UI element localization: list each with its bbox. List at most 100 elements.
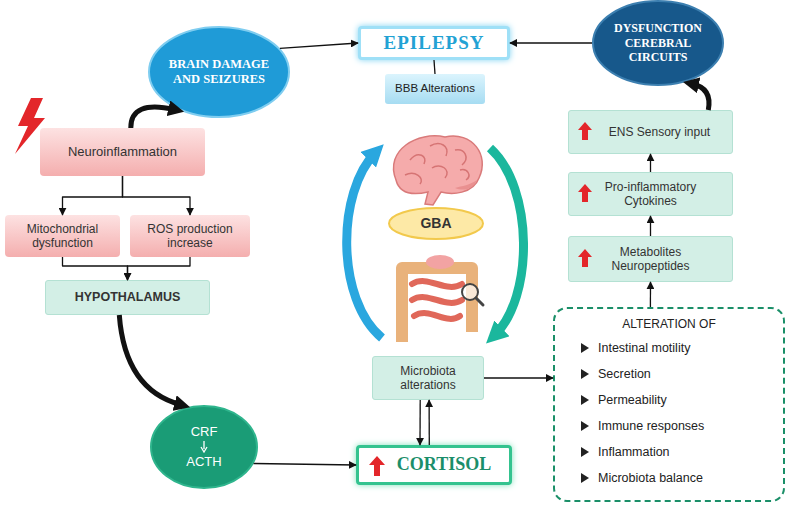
cycle-arrow	[490, 148, 524, 336]
connector-arrow	[280, 43, 358, 48]
central-box: CORTISOL	[356, 445, 512, 485]
node-text: Mitochondrial dysfunction	[13, 222, 113, 251]
connector-arrow	[650, 154, 651, 172]
bullet-symbol	[581, 447, 589, 457]
process-box: Pro-inflammatory Cytokines	[568, 172, 733, 216]
bullet-symbol	[581, 473, 589, 483]
node-content: HYPOTHALAMUS	[46, 281, 209, 314]
outcome-ellipse: DYSFUNCTION CEREBRAL CIRCUITS	[592, 0, 724, 86]
central-box: EPILEPSY	[358, 26, 510, 60]
node-text: ENS Sensory input	[609, 125, 710, 139]
ellipse-shape	[389, 208, 483, 239]
brain-illustration	[394, 136, 483, 205]
node-text: HYPOTHALAMUS	[75, 290, 181, 305]
process-box: HYPOTHALAMUS	[45, 280, 210, 315]
node-text: BRAIN DAMAGE AND SEIZURES	[163, 57, 275, 87]
bullet-symbol	[581, 369, 589, 379]
connector-arrow	[123, 176, 191, 215]
process-box: Mitochondrial dysfunction	[5, 215, 120, 257]
node-content: DYSFUNCTION CEREBRAL CIRCUITS	[592, 0, 724, 86]
node-text: Metabolites Neuropeptides	[607, 245, 695, 274]
node-content: Mitochondrial dysfunction	[5, 215, 120, 257]
node-content: ALTERATION OF Intestinal motilitySecretio…	[555, 309, 783, 500]
connector-arrow	[650, 216, 651, 236]
node-text: Neuroinflammation	[68, 144, 177, 160]
process-box: Microbiota alterations	[372, 356, 484, 400]
node-text: ACTH	[186, 454, 221, 470]
ellipse-shape	[151, 406, 257, 488]
node-text: BBB Alterations	[395, 82, 475, 96]
list-item: Microbiota balance	[581, 465, 773, 491]
cycle-arrow	[347, 152, 382, 338]
increase-arrow	[369, 456, 385, 476]
curved-arrow	[131, 107, 175, 128]
inner-arrow	[199, 441, 209, 453]
connector-arrow	[510, 42, 592, 43]
node-content: CRF ACTH	[150, 405, 258, 489]
bullet-symbol	[581, 343, 589, 353]
list-item: Intestinal motility	[581, 335, 773, 361]
list-item-text: Microbiota balance	[598, 471, 703, 486]
node-content: Neuroinflammation	[40, 128, 205, 176]
node-content: ENS Sensory input	[569, 111, 732, 153]
list-item: Permeability	[581, 387, 773, 413]
increase-arrow	[578, 122, 592, 140]
hub-ellipse: GBA	[388, 207, 484, 240]
list-heading-text: ALTERATION OF	[622, 317, 716, 331]
increase-arrow	[578, 184, 592, 202]
node-text: Microbiota alterations	[383, 364, 473, 393]
connector-arrow	[63, 176, 123, 215]
node-text: ROS production increase	[140, 222, 240, 251]
list-item-text: Intestinal motility	[598, 341, 690, 356]
process-box: BBB Alterations	[385, 74, 485, 104]
node-text: CORTISOL	[397, 454, 491, 476]
list-heading: ALTERATION OF	[565, 317, 773, 331]
list-item-text: Immune responses	[598, 419, 704, 434]
inner-arrow-shape	[201, 441, 207, 452]
connector-arrow	[63, 257, 128, 280]
node-text: Pro-inflammatory Cytokines	[601, 180, 701, 209]
connector-arrow	[650, 282, 651, 307]
node-content: GBA	[388, 207, 484, 240]
process-box: ENS Sensory input	[568, 110, 733, 154]
connector-arrow	[428, 400, 429, 445]
list-item: Immune responses	[581, 413, 773, 439]
connector-arrow	[419, 400, 421, 445]
list-box: ALTERATION OF Intestinal motilitySecretio…	[553, 307, 785, 502]
process-box: Neuroinflammation	[40, 128, 205, 176]
list-item: Inflammation	[581, 439, 773, 465]
connector-arrow	[434, 60, 435, 74]
bullet-symbol	[581, 421, 589, 431]
node-content: CORTISOL	[359, 448, 509, 482]
list-item: Secretion	[581, 361, 773, 387]
ellipse-shape	[149, 27, 289, 117]
node-content: EPILEPSY	[361, 29, 507, 57]
gut-illustration	[402, 255, 483, 342]
node-text: EPILEPSY	[384, 32, 485, 55]
lightning-symbol	[15, 98, 45, 154]
hormone-ellipse: CRF ACTH	[150, 405, 258, 489]
node-content: Metabolites Neuropeptides	[569, 237, 732, 281]
node-content: BBB Alterations	[385, 74, 485, 104]
increase-arrow	[578, 249, 592, 267]
node-text: CRF	[191, 424, 218, 440]
curved-arrow	[692, 84, 709, 110]
connector-arrow	[128, 257, 191, 280]
ellipse-shape	[593, 1, 723, 85]
node-content: Pro-inflammatory Cytokines	[569, 173, 732, 215]
list-item-text: Secretion	[598, 367, 651, 382]
curved-arrow	[119, 315, 181, 405]
list-item-text: Inflammation	[598, 445, 670, 460]
connector-arrow	[254, 464, 356, 466]
node-text: DYSFUNCTION CEREBRAL CIRCUITS	[608, 21, 708, 64]
connector-arrow	[484, 377, 553, 378]
outcome-ellipse: BRAIN DAMAGE AND SEIZURES	[148, 26, 290, 118]
node-content: BRAIN DAMAGE AND SEIZURES	[148, 26, 290, 118]
process-box: ROS production increase	[130, 215, 250, 257]
list-item-text: Permeability	[598, 393, 667, 408]
node-text: GBA	[420, 215, 451, 232]
node-content: Microbiota alterations	[373, 357, 483, 399]
bullet-symbol	[581, 395, 589, 405]
process-box: Metabolites Neuropeptides	[568, 236, 733, 282]
